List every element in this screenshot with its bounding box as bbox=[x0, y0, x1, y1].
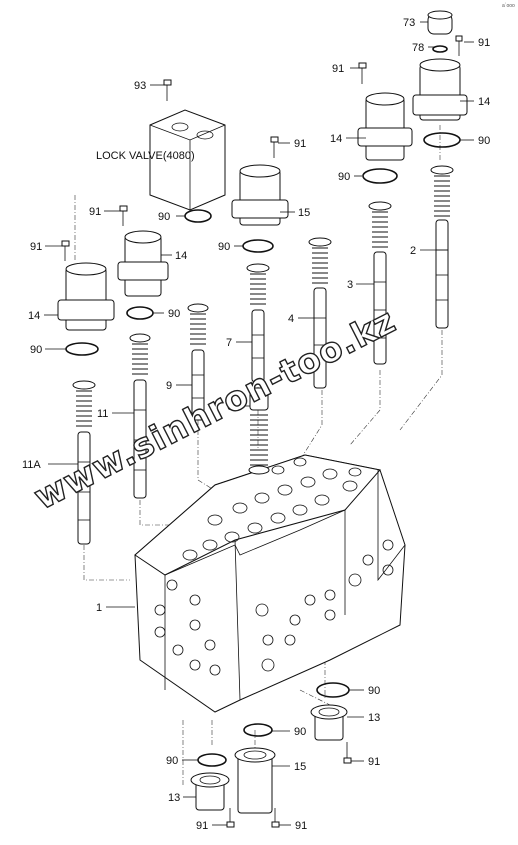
cover-14-b bbox=[357, 92, 413, 161]
cover-15-b bbox=[234, 747, 276, 814]
lock-valve-block bbox=[149, 109, 226, 211]
callout-3: 3 bbox=[347, 279, 353, 291]
cover-14-d bbox=[57, 262, 115, 331]
spool-2 bbox=[430, 165, 454, 329]
callout-13: 13 bbox=[368, 712, 380, 724]
o-ring-90-c bbox=[242, 239, 274, 253]
o-ring-90-b bbox=[362, 168, 398, 184]
callout-90: 90 bbox=[218, 241, 230, 253]
bolt-91-h bbox=[271, 808, 280, 828]
callout-90: 90 bbox=[168, 308, 180, 320]
spool-11 bbox=[129, 333, 151, 499]
callout-90: 90 bbox=[294, 726, 306, 738]
callout-91: 91 bbox=[332, 63, 344, 75]
bolt-91-f bbox=[343, 742, 352, 764]
callout-14: 14 bbox=[175, 250, 187, 262]
bolt-91-a bbox=[455, 35, 463, 56]
spool-7 bbox=[246, 263, 270, 383]
callout-13: 13 bbox=[168, 792, 180, 804]
body-ports bbox=[154, 457, 394, 676]
bolt-91-e bbox=[61, 240, 70, 261]
spool-6 bbox=[248, 387, 270, 475]
cover-13-a bbox=[310, 704, 348, 741]
o-ring-90-e bbox=[126, 306, 154, 320]
callout-6: 6 bbox=[227, 401, 233, 413]
callout-78: 78 bbox=[412, 42, 424, 54]
callout-14: 14 bbox=[330, 133, 342, 145]
callout-7: 7 bbox=[226, 337, 232, 349]
cover-13-b bbox=[190, 772, 230, 811]
corner-mark: a´ooo bbox=[502, 3, 515, 9]
bolt-93 bbox=[163, 79, 172, 101]
callout-91: 91 bbox=[295, 820, 307, 832]
callout-15: 15 bbox=[298, 207, 310, 219]
spool-4 bbox=[308, 237, 332, 389]
callout-11a: 11A bbox=[22, 459, 41, 471]
cap-73 bbox=[427, 10, 453, 35]
o-ring-90-a bbox=[423, 132, 461, 148]
lock-valve-label: LOCK VALVE(4080) bbox=[96, 150, 195, 162]
callout-labels: 73 78 91 14 90 2 91 14 90 3 93 91 15 90 … bbox=[22, 17, 490, 832]
callout-2: 2 bbox=[410, 245, 416, 257]
callout-91: 91 bbox=[89, 206, 101, 218]
callout-14: 14 bbox=[478, 96, 490, 108]
callout-90: 90 bbox=[368, 685, 380, 697]
o-ring-90-h bbox=[243, 723, 273, 737]
o-ring-78 bbox=[432, 45, 448, 53]
callout-93: 93 bbox=[134, 80, 146, 92]
o-ring-90-g bbox=[316, 682, 350, 698]
spool-11a bbox=[72, 380, 96, 545]
bolt-91-d bbox=[119, 205, 128, 226]
o-ring-90-d bbox=[184, 209, 212, 223]
callout-90: 90 bbox=[30, 344, 42, 356]
callout-11: 11 bbox=[97, 408, 108, 420]
o-ring-90-i bbox=[197, 753, 227, 767]
callout-90: 90 bbox=[478, 135, 490, 147]
callout-73: 73 bbox=[403, 17, 415, 29]
cover-14-a bbox=[412, 58, 468, 121]
cover-14-c bbox=[117, 230, 169, 297]
spool-9 bbox=[187, 303, 209, 421]
bolt-91-b bbox=[358, 62, 367, 84]
callout-91: 91 bbox=[294, 138, 306, 150]
callout-91: 91 bbox=[368, 756, 380, 768]
callout-91: 91 bbox=[478, 37, 490, 49]
callout-14: 14 bbox=[28, 310, 40, 322]
callout-1: 1 bbox=[96, 602, 102, 614]
o-ring-90-f bbox=[65, 342, 99, 356]
spool-3 bbox=[368, 201, 392, 365]
callout-4: 4 bbox=[288, 313, 294, 325]
callout-90: 90 bbox=[158, 211, 170, 223]
callout-15: 15 bbox=[294, 761, 306, 773]
callout-9: 9 bbox=[166, 380, 172, 392]
callout-90: 90 bbox=[166, 755, 178, 767]
callout-91: 91 bbox=[196, 820, 208, 832]
bolt-91-c bbox=[270, 136, 279, 158]
callout-91: 91 bbox=[30, 241, 42, 253]
callout-90: 90 bbox=[338, 171, 350, 183]
cover-15-a bbox=[231, 164, 289, 226]
bolt-91-g bbox=[226, 808, 235, 828]
main-valve-body bbox=[134, 454, 406, 713]
callout-leaders bbox=[44, 21, 474, 826]
